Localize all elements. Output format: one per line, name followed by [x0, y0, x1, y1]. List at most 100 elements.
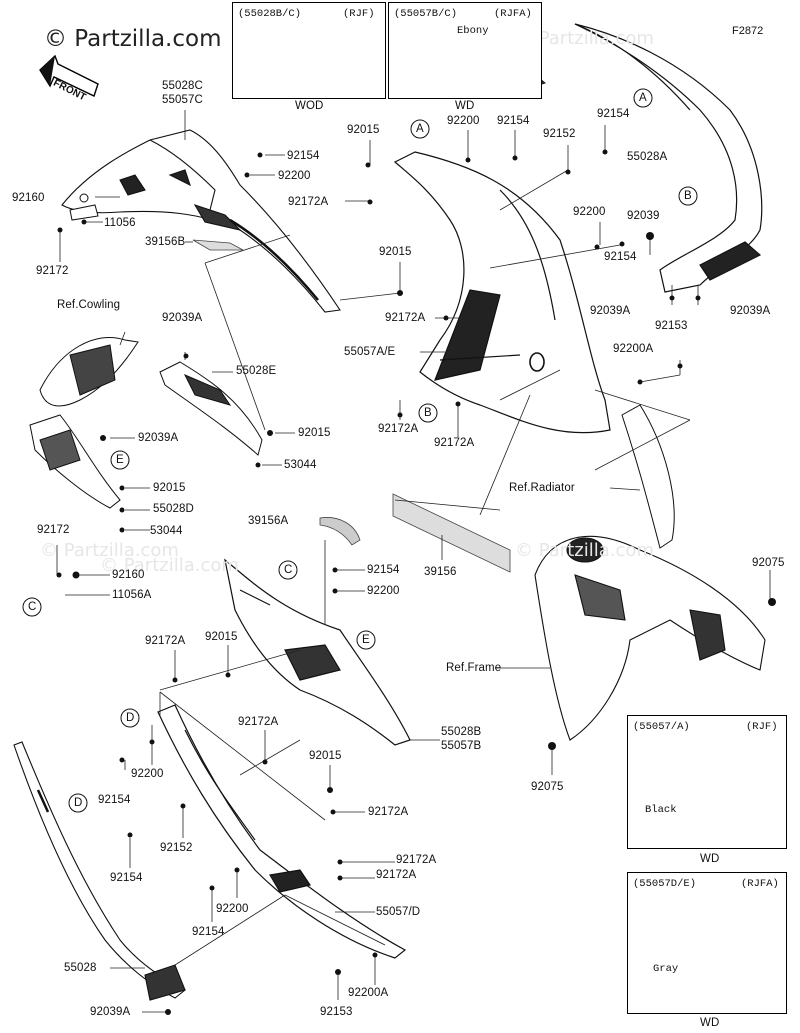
- variant-box-55057a: (55057/A) (RJF) Black: [627, 715, 787, 849]
- part-label: 92200: [573, 206, 606, 218]
- variant-caption: WD: [700, 1017, 720, 1029]
- part-label: Ref.Radiator: [509, 482, 575, 494]
- part-label: 92015: [379, 246, 412, 258]
- part-label: 55057C: [162, 94, 203, 106]
- strip-39156-part: [392, 493, 511, 573]
- variant-code: (55057D/E): [633, 878, 697, 890]
- part-label: 55057B: [441, 740, 482, 752]
- part-label: 39156B: [145, 236, 186, 248]
- part-label: 39156: [424, 566, 457, 578]
- part-label: 39156A: [248, 515, 289, 527]
- variant-tag: (RJF): [343, 8, 375, 20]
- callout-a: A: [416, 123, 424, 135]
- watermark: © Partzilla.com: [40, 540, 179, 561]
- part-label: 55028C: [162, 80, 203, 92]
- callout-c: C: [28, 601, 37, 613]
- upper-cowling-part: [61, 129, 341, 313]
- callout-a: A: [639, 92, 647, 104]
- variant-color: Ebony: [457, 25, 489, 37]
- part-label: 92200: [131, 768, 164, 780]
- lower-cowling-55028b-part: [224, 558, 411, 746]
- part-label: 92154: [597, 108, 630, 120]
- leader-lines: [56, 110, 771, 1013]
- fastener-markers: [56, 149, 776, 1015]
- part-label: 92200: [216, 903, 249, 915]
- side-fairing-55057a-part: [393, 151, 611, 434]
- ref-frame-part: [534, 535, 766, 741]
- strip-39156b-part: [192, 239, 244, 251]
- side-panel-55028a-part: [574, 23, 763, 293]
- part-label: 92154: [98, 794, 131, 806]
- part-label: 92172A: [368, 806, 409, 818]
- watermark: © Partzilla.com: [515, 28, 654, 49]
- part-label: 92154: [110, 872, 143, 884]
- part-label: 92015: [347, 124, 380, 136]
- strip-39156a-part: [319, 517, 361, 546]
- part-label: 55028E: [236, 365, 277, 377]
- callout-d: D: [126, 712, 135, 724]
- lower-panel-55028-part: [13, 741, 187, 1001]
- part-label: 92200A: [348, 987, 389, 999]
- part-label: 92172: [37, 524, 70, 536]
- part-label: 92172A: [238, 716, 279, 728]
- variant-caption: WOD: [295, 100, 324, 112]
- part-label: 92039A: [138, 432, 179, 444]
- site-brand: © Partzilla.com: [44, 26, 222, 52]
- part-label: 92015: [205, 631, 238, 643]
- part-label: 11056A: [112, 589, 152, 601]
- variant-caption: WD: [455, 100, 475, 112]
- part-label: 92075: [752, 557, 785, 569]
- part-label: 92039A: [590, 305, 631, 317]
- variant-caption: WD: [700, 853, 720, 865]
- part-label: Ref.Frame: [446, 662, 502, 674]
- part-label: 55057/D: [376, 906, 421, 918]
- ref-cowling-part: [29, 336, 139, 509]
- part-label: 92039A: [90, 1006, 131, 1018]
- variant-color: Black: [645, 804, 677, 816]
- part-label: 55028: [64, 962, 97, 974]
- variant-color: Gray: [653, 963, 679, 975]
- part-label: 92075: [531, 781, 564, 793]
- callout-circles: [22, 88, 698, 813]
- inner-panel-55028e-part: [159, 361, 263, 456]
- ref-radiator-part: [621, 404, 675, 549]
- part-label: 92200: [367, 585, 400, 597]
- under-fairing-55057d-part: [157, 704, 407, 959]
- callout-c: C: [284, 564, 293, 576]
- variant-box-55057bc: (55057B/C) (RJFA) Ebony: [388, 2, 542, 99]
- variant-tag: (RJF): [746, 721, 778, 733]
- part-label: 11056: [104, 217, 136, 229]
- part-label: 92154: [192, 926, 225, 938]
- part-label: 92172A: [376, 869, 417, 881]
- part-label: 92039: [627, 210, 660, 222]
- part-label: 92160: [12, 192, 45, 204]
- part-label: 92152: [543, 128, 576, 140]
- callout-e: E: [116, 454, 124, 466]
- watermark: © Partzilla.com: [515, 540, 654, 561]
- part-label: 92172A: [145, 635, 186, 647]
- part-label: 53044: [150, 525, 183, 537]
- bracket-11056-part: [69, 193, 99, 221]
- part-label: 92200: [278, 170, 311, 182]
- callout-b: B: [424, 407, 432, 419]
- part-label: 92200A: [613, 343, 654, 355]
- part-label: 92039A: [162, 312, 203, 324]
- part-label: 92160: [112, 569, 145, 581]
- figure-id: F2872: [732, 25, 764, 37]
- part-label: 92172A: [434, 437, 475, 449]
- part-label: 92154: [367, 564, 400, 576]
- callout-d: D: [74, 797, 83, 809]
- variant-box-55028bc: (55028B/C) (RJF): [232, 2, 386, 99]
- part-label: 92172A: [385, 312, 426, 324]
- part-label: 92172A: [288, 196, 329, 208]
- variant-code: (55057/A): [633, 721, 690, 733]
- part-label: 92154: [497, 115, 530, 127]
- part-label: 92172A: [396, 854, 437, 866]
- part-label: 55028B: [441, 726, 482, 738]
- part-label: 55028D: [153, 503, 194, 515]
- callout-b: B: [684, 190, 692, 202]
- part-label: 92154: [604, 251, 637, 263]
- part-label: Ref.Cowling: [57, 299, 121, 311]
